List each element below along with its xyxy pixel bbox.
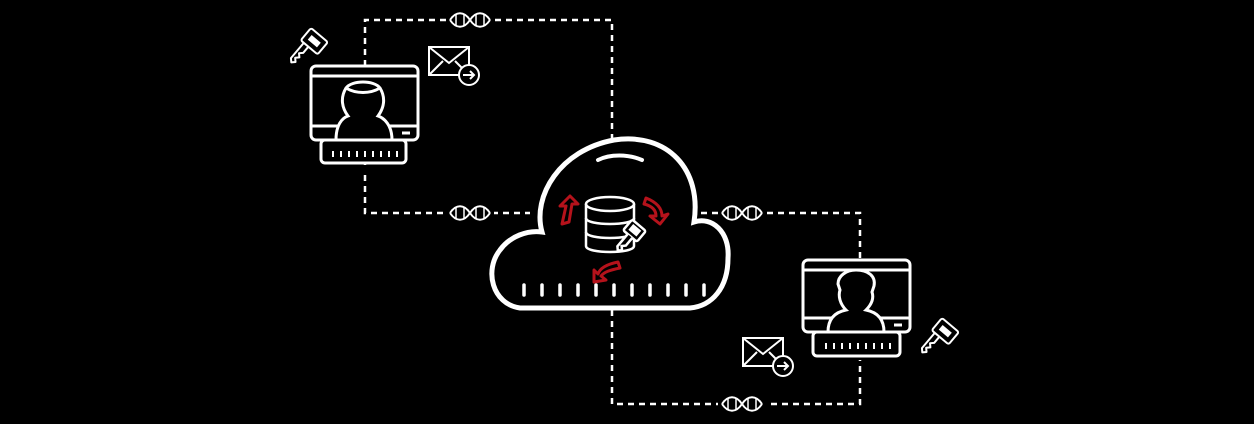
key-icon [616, 219, 647, 252]
encrypted-links [446, 12, 766, 412]
male-user-monitor-icon [801, 258, 912, 358]
mail-forward-icon [428, 46, 480, 86]
key-icon [915, 317, 960, 364]
female-user-monitor-icon [309, 64, 420, 165]
sync-arrows-icon [558, 194, 670, 284]
database-icon [584, 195, 636, 254]
mail-forward-icon [742, 337, 794, 377]
connector-bottom [610, 310, 862, 406]
